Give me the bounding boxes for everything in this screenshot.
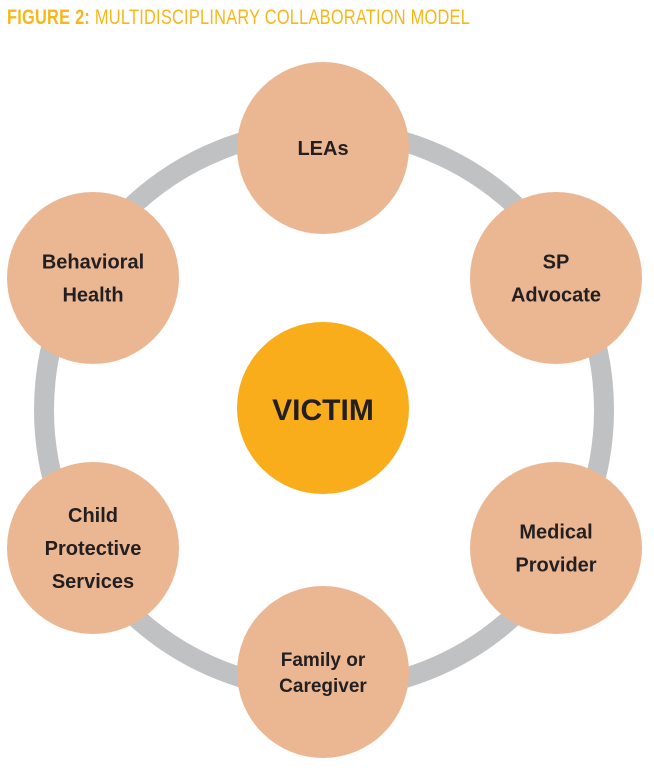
node-label: LEAs	[297, 138, 348, 160]
node-circle	[237, 586, 409, 758]
node-sp-advocate: SP Advocate	[470, 192, 642, 364]
node-circle	[7, 462, 179, 634]
node-circle	[470, 462, 642, 634]
node-circle	[237, 62, 409, 234]
node-label: Protective	[45, 538, 142, 560]
center-node-victim: VICTIM	[237, 322, 409, 494]
figure-number: FIGURE 2:	[7, 6, 91, 29]
node-label: Services	[52, 571, 134, 593]
node-circle	[470, 192, 642, 364]
node-label: Advocate	[511, 285, 601, 307]
center-label: VICTIM	[272, 394, 374, 427]
node-label: Family or	[281, 650, 366, 671]
node-label: Health	[62, 285, 123, 307]
node-label: Caregiver	[279, 676, 367, 697]
node-label: Behavioral	[42, 252, 144, 274]
figure-caption: MULTIDISCIPLINARY COLLABORATION MODEL	[94, 6, 471, 29]
node-leas: LEAs	[237, 62, 409, 234]
node-circle	[7, 192, 179, 364]
node-label: Medical	[519, 522, 592, 544]
node-family-caregiver: Family or Caregiver	[237, 586, 409, 758]
node-label: Provider	[515, 555, 596, 577]
node-label: Child	[68, 505, 118, 527]
node-label: SP	[543, 252, 570, 274]
figure-title: FIGURE 2: MULTIDISCIPLINARY COLLABORATIO…	[7, 6, 470, 30]
